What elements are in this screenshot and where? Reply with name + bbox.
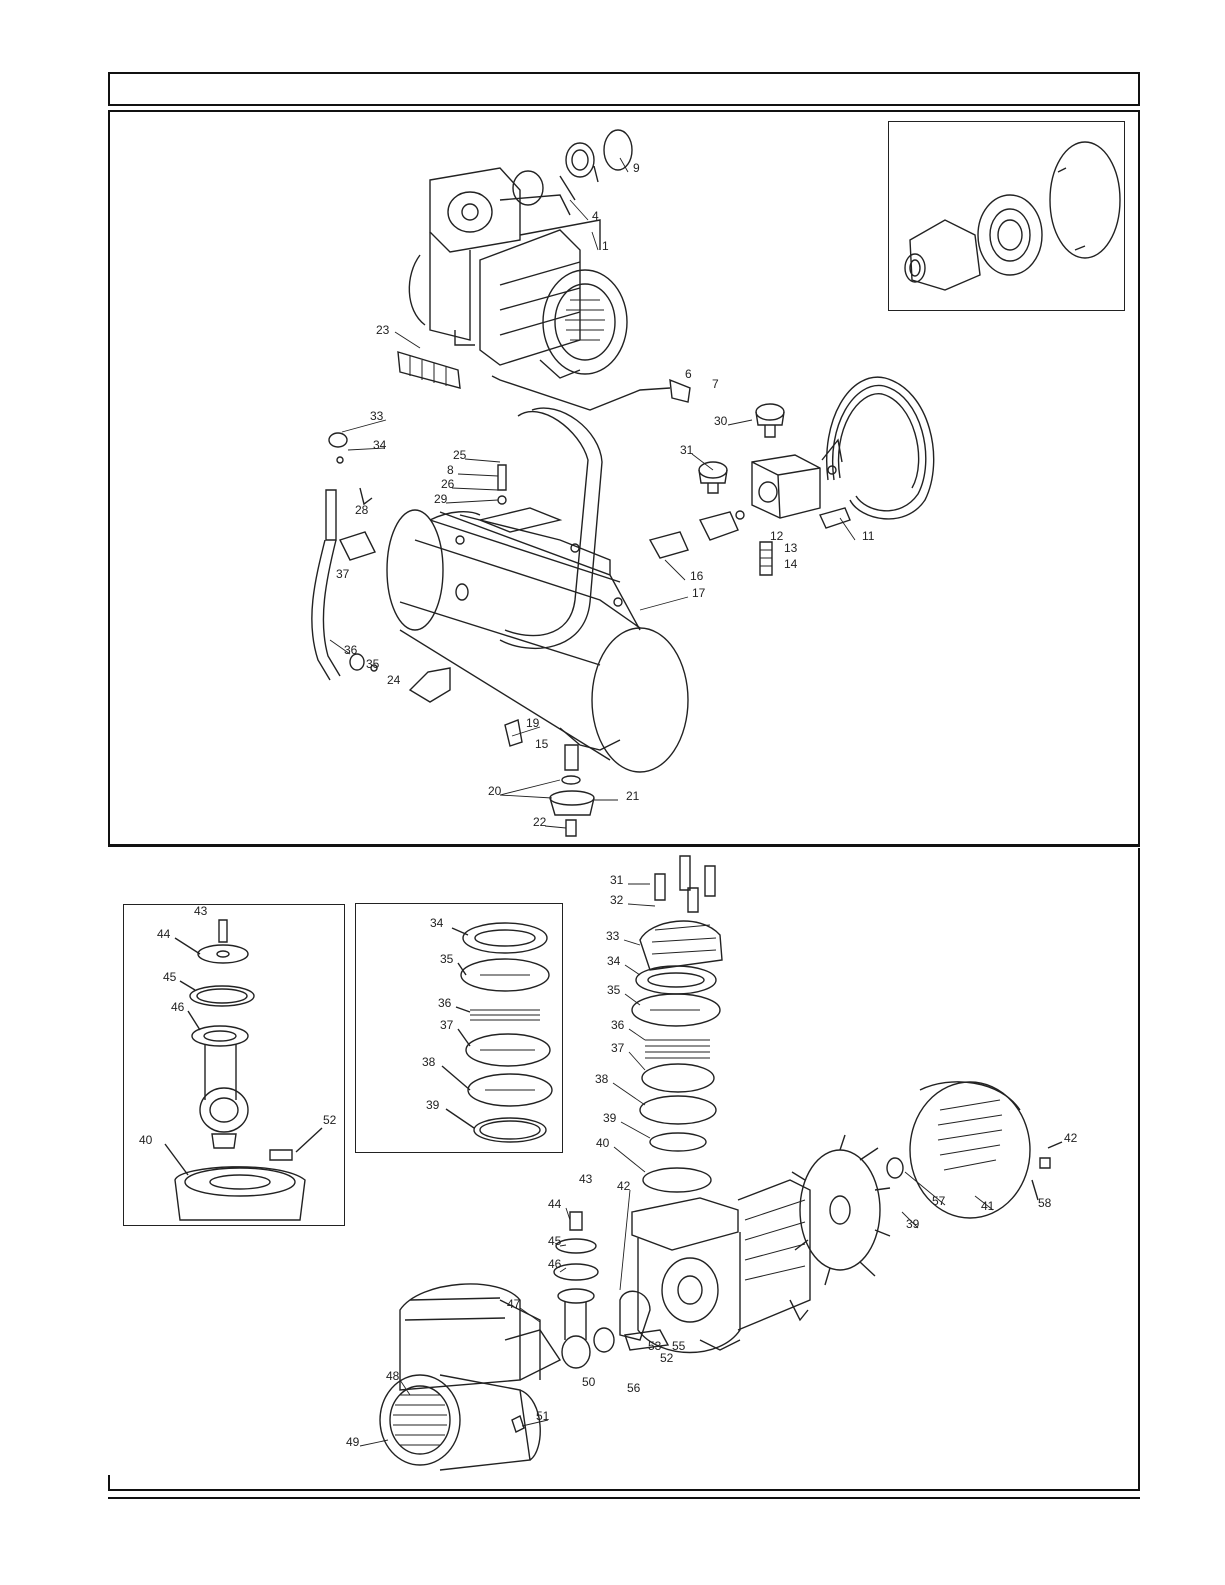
callout-c-4: 4: [592, 209, 599, 223]
callout-c-23: 23: [376, 323, 390, 337]
callout-c-11: 11: [862, 529, 875, 543]
callout-p-31: 31: [610, 873, 624, 887]
callout-p-38: 38: [595, 1072, 609, 1086]
callout-v-38: 38: [422, 1055, 436, 1069]
callout-p-32: 32: [610, 893, 624, 907]
callout-c-15: 15: [535, 737, 549, 751]
callout-p-37: 37: [611, 1041, 625, 1055]
callout-p-43: 43: [579, 1172, 593, 1186]
callout-p-33: 33: [606, 929, 620, 943]
callout-c-26: 26: [441, 477, 455, 491]
callout-p-48: 48: [386, 1369, 400, 1383]
callout-p-52: 52: [660, 1351, 674, 1365]
callout-p-42b: 42: [1064, 1131, 1078, 1145]
callout-c-33: 33: [370, 409, 384, 423]
callout-v-36: 36: [438, 996, 452, 1010]
callout-p-46: 46: [548, 1257, 562, 1271]
callout-c-21: 21: [626, 789, 640, 803]
callout-c-16: 16: [690, 569, 704, 583]
callout-r-44: 44: [157, 927, 171, 941]
callout-c-12: 12: [770, 529, 784, 543]
callout-p-44: 44: [548, 1197, 562, 1211]
callout-c-31: 31: [680, 443, 694, 457]
callout-c-34: 34: [373, 438, 387, 452]
callout-r-45: 45: [163, 970, 177, 984]
callout-c-35: 35: [366, 657, 380, 671]
callout-p-35: 35: [607, 983, 621, 997]
callout-p-34: 34: [607, 954, 621, 968]
callout-p-41: 41: [981, 1199, 995, 1213]
callout-c-25: 25: [453, 448, 467, 462]
callout-v-39: 39: [426, 1098, 440, 1112]
callout-p-39: 39: [603, 1111, 617, 1125]
callout-c-13: 13: [784, 541, 798, 555]
callout-c-20: 20: [488, 784, 502, 798]
callout-p-40: 40: [596, 1136, 610, 1150]
callout-c-8: 8: [447, 463, 454, 477]
callout-r-46: 46: [171, 1000, 185, 1014]
callout-p-50: 50: [582, 1375, 596, 1389]
callout-p-56: 56: [627, 1381, 641, 1395]
callout-p-49: 49: [346, 1435, 360, 1449]
callout-v-34: 34: [430, 916, 444, 930]
callout-c-30: 30: [714, 414, 728, 428]
callout-p-36: 36: [611, 1018, 625, 1032]
callout-v-37: 37: [440, 1018, 454, 1032]
callout-c-36: 36: [344, 643, 358, 657]
callout-c-19: 19: [526, 716, 540, 730]
callout-c-24: 24: [387, 673, 401, 687]
callout-p-51: 51: [536, 1409, 550, 1423]
callout-c-37: 37: [336, 567, 350, 581]
callout-p-47: 47: [507, 1297, 521, 1311]
callout-c-28: 28: [355, 503, 369, 517]
callout-r-52: 52: [323, 1113, 337, 1127]
callout-c-29: 29: [434, 492, 448, 506]
callout-v-35: 35: [440, 952, 454, 966]
callout-p-58: 58: [1038, 1196, 1052, 1210]
callout-c-7: 7: [712, 377, 719, 391]
callout-r-40: 40: [139, 1133, 153, 1147]
callout-c-1: 1: [602, 239, 609, 253]
callout-c-22: 22: [533, 815, 547, 829]
callout-p-45: 45: [548, 1234, 562, 1248]
callout-p-57: 57: [932, 1194, 946, 1208]
callout-p-42: 42: [617, 1179, 631, 1193]
callout-p-55: 55: [672, 1339, 686, 1353]
callout-r-43: 43: [194, 904, 208, 918]
callout-c-14: 14: [784, 557, 798, 571]
callout-c-6: 6: [685, 367, 692, 381]
callout-c-9: 9: [633, 161, 640, 175]
callout-p-39b: 39: [906, 1217, 920, 1231]
callout-c-17: 17: [692, 586, 706, 600]
